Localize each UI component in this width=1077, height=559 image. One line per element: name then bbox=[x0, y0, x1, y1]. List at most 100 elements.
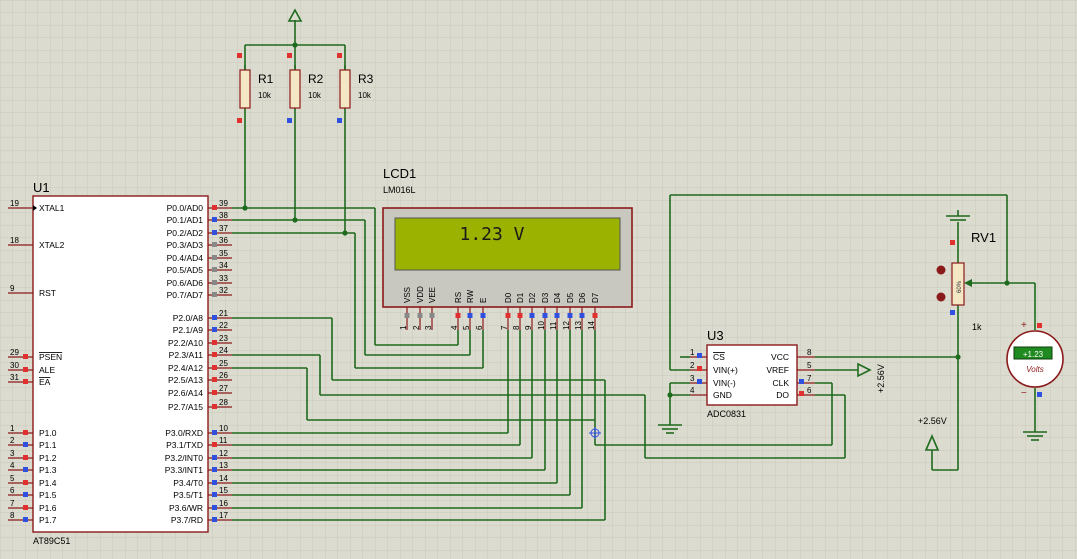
u1-pin-state bbox=[23, 367, 28, 372]
lcd-display-text: 1.23 V bbox=[459, 224, 524, 245]
lcd-pin-number: 11 bbox=[549, 321, 558, 330]
lcd-pin-number: 2 bbox=[412, 325, 421, 330]
lcd-module[interactable]: LCD1 LM016L 1.23 V VSS1VDD2VEE3RS4RW5E6D… bbox=[382, 166, 633, 330]
u3-pin-state bbox=[697, 379, 702, 384]
rv1-increase-button[interactable] bbox=[936, 265, 946, 275]
lcd-pin-5[interactable]: RW5 bbox=[462, 289, 475, 330]
u1-pin-name: P0.5/AD5 bbox=[167, 265, 204, 275]
lcd-pin-8[interactable]: D18 bbox=[512, 292, 525, 330]
lcd-pin-name: D5 bbox=[566, 292, 575, 303]
lcd-pin-7[interactable]: D07 bbox=[500, 292, 513, 330]
u1-pin-name: P2.1/A9 bbox=[173, 325, 204, 335]
u1-pin-number: 13 bbox=[219, 461, 228, 470]
u1-pin-number: 30 bbox=[10, 361, 19, 370]
u3-part-label: ADC0831 bbox=[707, 409, 746, 419]
u1-pin-state bbox=[23, 467, 28, 472]
u1-pin-name: P2.5/A13 bbox=[168, 375, 203, 385]
u1-pin-state bbox=[23, 442, 28, 447]
lcd-pin-6[interactable]: E6 bbox=[475, 298, 488, 330]
u3-pin-number: 2 bbox=[690, 361, 695, 370]
rv1-potentiometer[interactable]: RV1 60% 1k bbox=[936, 230, 997, 332]
lcd-pin-4[interactable]: RS4 bbox=[450, 292, 463, 330]
voltmeter[interactable]: +1.23 Volts + − bbox=[1006, 320, 1064, 399]
u1-pin-name: EA bbox=[39, 377, 51, 387]
vref-arrow-right bbox=[857, 362, 872, 378]
u1-pin-number: 24 bbox=[219, 346, 228, 355]
u1-right-pins: 39P0.0/AD038P0.1/AD137P0.2/AD236P0.3/AD3… bbox=[165, 199, 232, 525]
u1-pin-number: 21 bbox=[219, 309, 228, 318]
u1-pin-number: 27 bbox=[219, 384, 228, 393]
u1-pin-number: 29 bbox=[10, 348, 19, 357]
lcd-pin-9[interactable]: D29 bbox=[524, 292, 537, 330]
lcd-pin-number: 3 bbox=[424, 325, 433, 330]
lcd-pin-state bbox=[404, 313, 410, 318]
u1-pin-name: P0.4/AD4 bbox=[167, 253, 204, 263]
lcd-pin-name: RS bbox=[454, 292, 463, 303]
lcd-pin-number: 9 bbox=[524, 325, 533, 330]
lcd-pin-state bbox=[429, 313, 435, 318]
resistor-pin-top bbox=[337, 53, 342, 58]
rv1-decrease-button[interactable] bbox=[936, 292, 946, 302]
u3-pin-6[interactable]: 6DO bbox=[776, 386, 815, 400]
